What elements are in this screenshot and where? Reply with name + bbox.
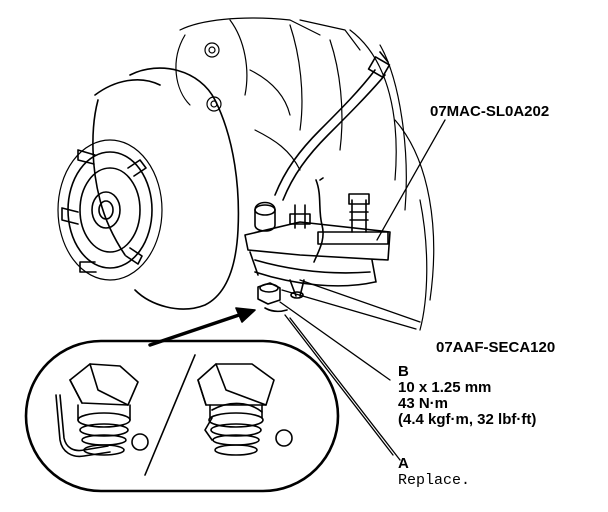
brake-hose xyxy=(274,51,391,201)
nut-with-pin-left xyxy=(55,363,149,458)
castle-nut xyxy=(257,282,281,305)
wheel-hub xyxy=(57,139,163,281)
callout-a-letter: A xyxy=(398,455,409,472)
callout-b-size: 10 x 1.25 mm xyxy=(398,379,492,396)
nut-with-pin-right xyxy=(197,363,293,456)
tool-ball-joint-separator xyxy=(254,177,389,263)
tool-label-lower: 07AAF-SECA120 xyxy=(436,339,556,356)
detail-inset xyxy=(24,339,340,493)
tool-label-upper: 07MAC-SL0A202 xyxy=(430,103,550,120)
detail-arrow xyxy=(148,307,256,347)
callout-b-torque-alt: (4.4 kgf·m, 32 lbf·ft) xyxy=(398,411,537,428)
lower-arm xyxy=(244,221,391,299)
callout-b-torque: 43 N·m xyxy=(398,395,449,412)
steering-knuckle xyxy=(92,67,240,310)
cotter-pin xyxy=(264,307,288,313)
callout-a-note: Replace. xyxy=(398,472,471,489)
callout-b-letter: B xyxy=(398,363,409,380)
leader-lines xyxy=(279,119,446,461)
